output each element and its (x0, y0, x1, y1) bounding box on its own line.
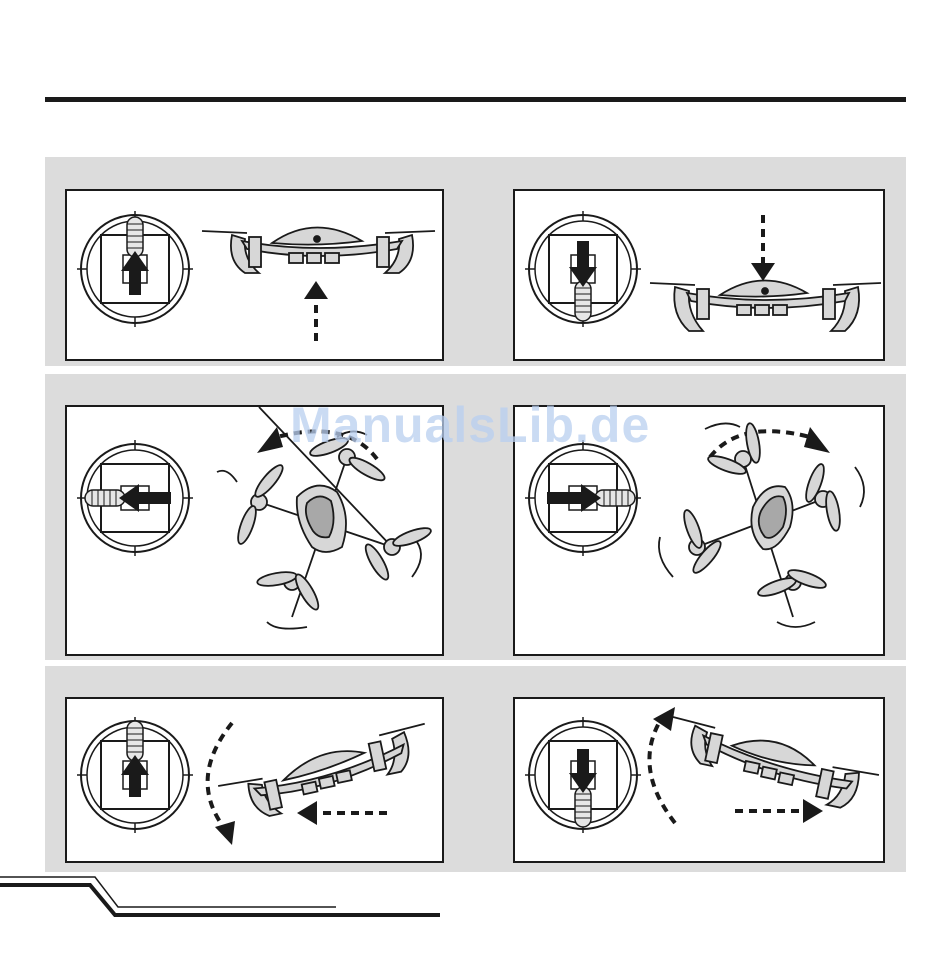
header-rule (45, 97, 906, 102)
motion-arrow-rotate-right (710, 427, 830, 457)
motion-arrow-backward (735, 799, 823, 823)
drone-top-view (659, 422, 864, 627)
watermark: ManualsLib.de (290, 396, 650, 454)
panel-throttle-up (65, 189, 444, 361)
drone-side-view (202, 227, 435, 273)
drone-side-view-tilted (660, 717, 882, 815)
motion-arrow-tilt (649, 707, 675, 823)
motion-arrow-up (304, 281, 328, 341)
motion-arrow-down (751, 215, 775, 281)
drone-side-view-tilted (214, 724, 436, 825)
motion-arrow-forward (297, 801, 387, 825)
panel-throttle-down (513, 189, 885, 361)
panel-pitch-forward (65, 697, 444, 863)
drone-side-view (650, 280, 881, 331)
footer-decoration (0, 875, 450, 925)
panel-pitch-backward (513, 697, 885, 863)
